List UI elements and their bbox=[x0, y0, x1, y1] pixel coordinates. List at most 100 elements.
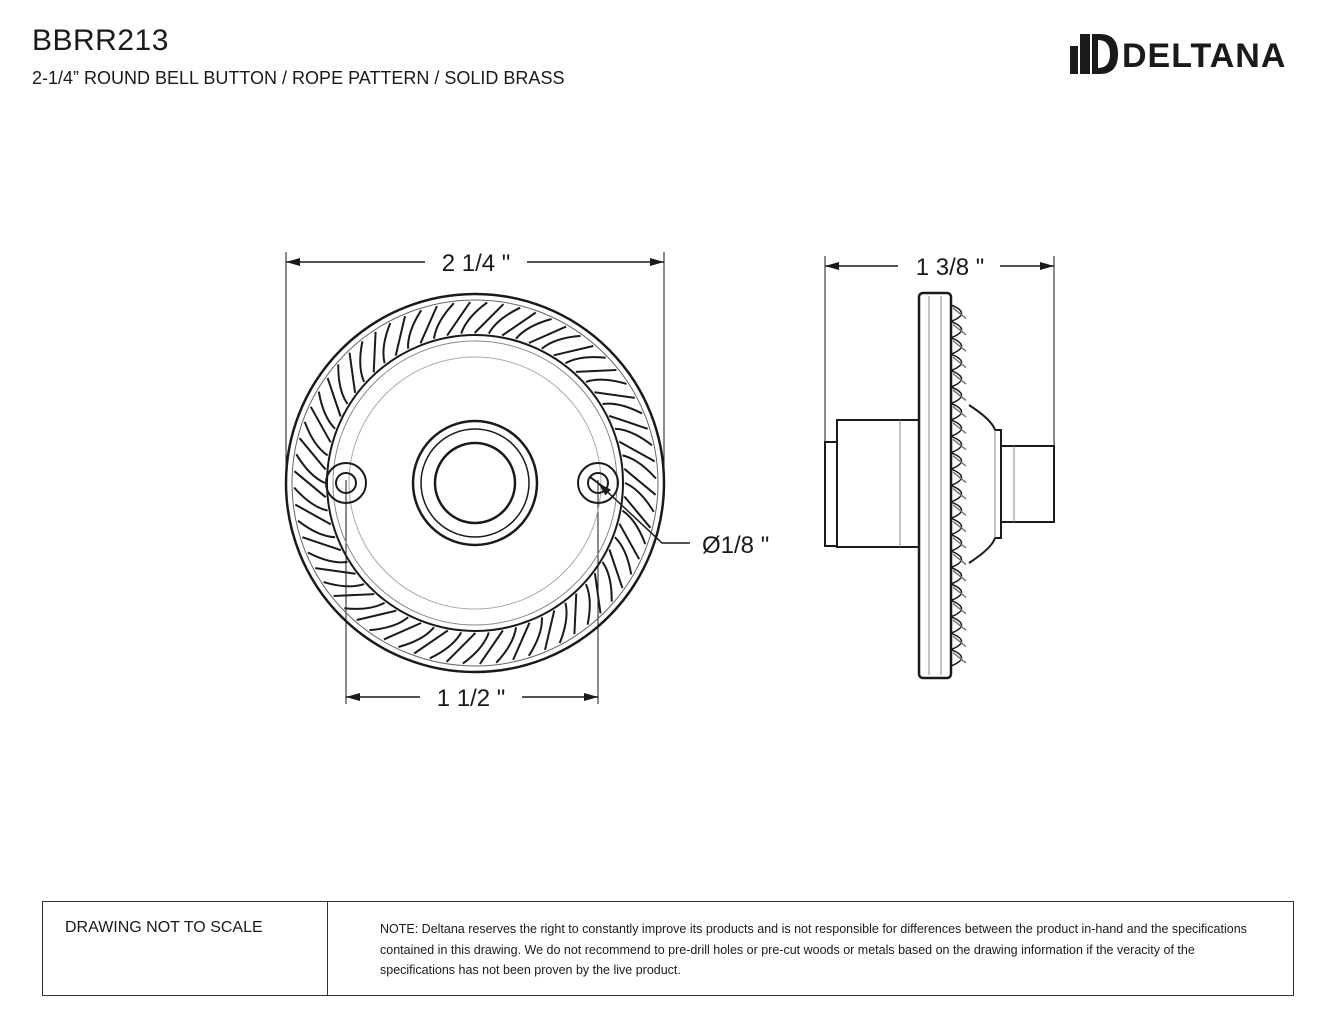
rope-twist bbox=[564, 356, 606, 365]
rope-twist-edge bbox=[372, 331, 377, 373]
side-rope-line bbox=[952, 569, 967, 582]
rope-twist-edge bbox=[326, 377, 342, 417]
rope-twist-edge bbox=[293, 470, 327, 498]
side-rope-line bbox=[952, 438, 967, 451]
rope-twist-edge bbox=[575, 369, 617, 373]
rope-twist bbox=[407, 309, 423, 349]
rope-twist bbox=[369, 616, 409, 632]
brand-name: DELTANA bbox=[1122, 37, 1287, 75]
side-rope-line bbox=[952, 586, 967, 598]
rope-twist-edge bbox=[512, 622, 531, 661]
side-rope-bump bbox=[950, 337, 963, 355]
side-rope-line bbox=[952, 553, 967, 566]
dim-label-depth: 1 3/8 " bbox=[916, 254, 985, 281]
rope-twist-edge bbox=[394, 315, 406, 356]
rope-twist bbox=[584, 583, 591, 625]
rope-twist-edge bbox=[553, 345, 594, 357]
rope-twist bbox=[323, 581, 365, 588]
rope-twist bbox=[317, 391, 336, 430]
rope-twist bbox=[307, 551, 348, 564]
side-rope-bump bbox=[950, 583, 963, 602]
side-rope-line bbox=[952, 356, 967, 369]
left-screw-boss bbox=[325, 462, 367, 504]
side-rope-bump bbox=[950, 468, 963, 487]
rope-twist bbox=[293, 486, 328, 512]
rope-twist-edge bbox=[618, 523, 641, 560]
side-rope-line bbox=[952, 537, 967, 549]
side-front-boss bbox=[968, 404, 1002, 564]
rope-twist-edge bbox=[623, 468, 657, 496]
rope-twist bbox=[515, 318, 552, 340]
rope-twist-edge bbox=[573, 593, 578, 635]
rosette-outer-edge bbox=[284, 292, 666, 674]
rope-twist bbox=[527, 617, 543, 657]
side-rope-bump bbox=[950, 616, 963, 634]
rope-twist-edge bbox=[348, 352, 357, 394]
side-rope-line bbox=[952, 635, 967, 648]
side-rope-line bbox=[952, 373, 967, 385]
front-view bbox=[284, 252, 690, 704]
rope-twist-edge bbox=[356, 609, 397, 621]
side-rope-bump bbox=[950, 435, 963, 454]
button-outer-ring bbox=[411, 419, 539, 547]
side-rope-bump bbox=[950, 369, 963, 388]
side-rope-bump bbox=[950, 484, 963, 503]
side-rope-bump bbox=[950, 386, 963, 405]
rope-twist bbox=[624, 482, 655, 513]
dim-label-hole-spacing: 1 1/2 " bbox=[437, 685, 506, 712]
rope-twist bbox=[297, 519, 336, 539]
rope-twist bbox=[541, 334, 581, 350]
rope-twist-edge bbox=[479, 629, 504, 665]
side-rope-line bbox=[952, 520, 967, 533]
side-rope-bump bbox=[950, 517, 963, 536]
rope-twist-edge bbox=[445, 632, 477, 663]
rosette-inner-field bbox=[332, 340, 618, 626]
dim-label-overall-diameter: 2 1/4 " bbox=[442, 250, 511, 277]
rope-twist bbox=[602, 402, 643, 415]
footer-notes: DRAWING NOT TO SCALE NOTE: Deltana reser… bbox=[42, 901, 1294, 996]
side-rope-line bbox=[952, 602, 967, 615]
side-rope-line bbox=[952, 389, 967, 402]
rope-twist-edge bbox=[301, 536, 342, 552]
dim-label-hole-diameter: Ø1/8 " bbox=[702, 532, 769, 559]
rope-twist-edge bbox=[593, 572, 602, 614]
rope-twist bbox=[344, 601, 386, 610]
side-rope-line bbox=[952, 340, 967, 352]
side-rope-bump bbox=[950, 534, 963, 552]
rope-twist-edge bbox=[298, 437, 327, 471]
rope-twist bbox=[585, 378, 627, 385]
rope-twist bbox=[433, 302, 455, 339]
side-rope-bump bbox=[950, 632, 963, 651]
rope-twist bbox=[495, 627, 517, 664]
side-rope-bump bbox=[950, 550, 963, 569]
side-rope-line bbox=[952, 422, 967, 434]
deltana-logo-icon bbox=[1070, 34, 1118, 74]
scale-note: DRAWING NOT TO SCALE bbox=[43, 902, 328, 995]
side-rope-profile bbox=[950, 304, 967, 667]
rope-twist bbox=[621, 509, 647, 545]
rope-twist bbox=[359, 341, 366, 383]
rope-pattern bbox=[293, 301, 657, 665]
right-screw-boss bbox=[577, 462, 619, 504]
rope-twist-edge bbox=[608, 549, 624, 589]
side-rear-shank bbox=[836, 419, 920, 548]
rope-twist-edge bbox=[594, 391, 635, 399]
side-rope-bump bbox=[950, 566, 963, 585]
model-number: BBRR213 bbox=[32, 24, 169, 57]
rope-twist-edge bbox=[501, 311, 537, 337]
side-rope-bump bbox=[950, 599, 963, 618]
rope-twist bbox=[462, 632, 490, 665]
rope-twist-edge bbox=[333, 593, 375, 597]
rope-twist bbox=[337, 364, 349, 405]
side-rope-bump bbox=[950, 419, 963, 437]
rope-twist-edge bbox=[608, 414, 649, 430]
rope-twist-edge bbox=[413, 629, 449, 655]
side-rope-line bbox=[952, 455, 967, 467]
side-rope-line bbox=[952, 652, 967, 664]
rope-twist-edge bbox=[544, 610, 556, 651]
rope-twist bbox=[622, 454, 657, 480]
rope-twist bbox=[614, 536, 633, 575]
rope-twist-edge bbox=[383, 622, 422, 641]
rope-twist-edge bbox=[309, 406, 332, 443]
rope-twist bbox=[601, 561, 613, 602]
